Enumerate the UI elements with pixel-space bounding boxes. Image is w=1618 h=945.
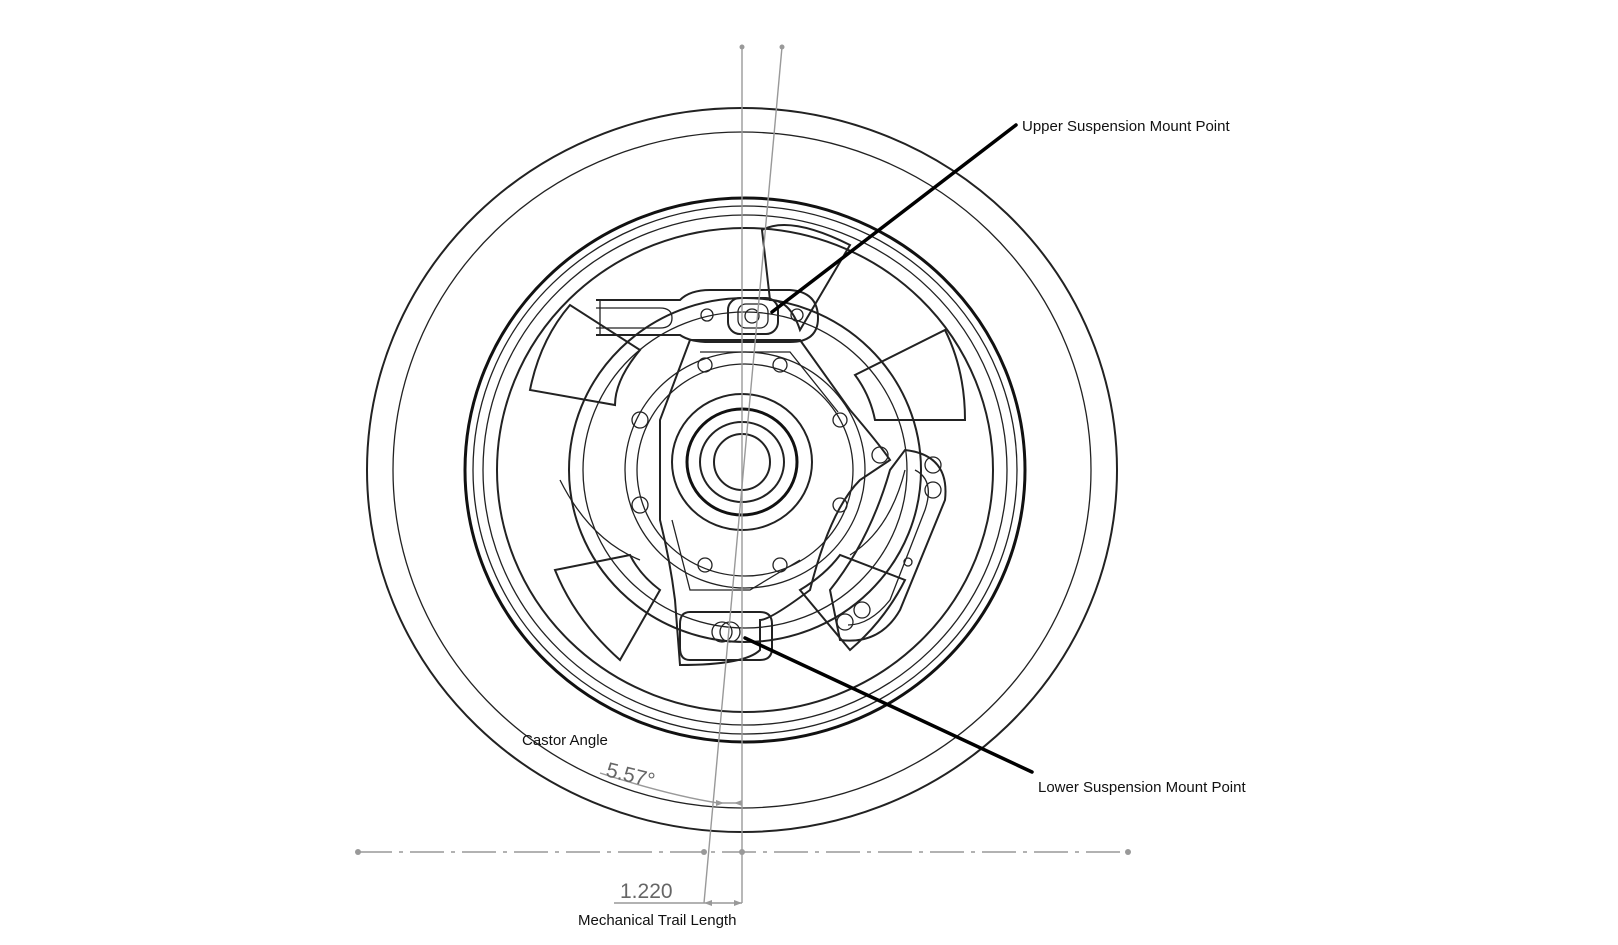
lower-mount-leader (743, 636, 1034, 774)
upper-mount-leader (770, 123, 1018, 314)
upper-control-arm (596, 289, 820, 343)
castor-angle-label: Castor Angle (522, 732, 608, 749)
lower-mount-label: Lower Suspension Mount Point (1038, 779, 1246, 796)
steering-axis (703, 44, 785, 904)
upper-mount-point (727, 297, 779, 335)
castor-angle-value: 5.57° (604, 759, 657, 793)
trail-length-label: Mechanical Trail Length (578, 912, 736, 929)
trail-length-value: 1.220 (620, 880, 673, 903)
castor-angle-dimension (599, 772, 742, 806)
wheel-rim (463, 196, 1027, 744)
vertical-centerline (739, 44, 745, 903)
upright (659, 339, 892, 667)
brake-caliper (828, 448, 947, 642)
upper-mount-label: Upper Suspension Mount Point (1022, 118, 1230, 135)
ground-line (355, 849, 1131, 855)
trail-length-dimension (614, 900, 742, 906)
